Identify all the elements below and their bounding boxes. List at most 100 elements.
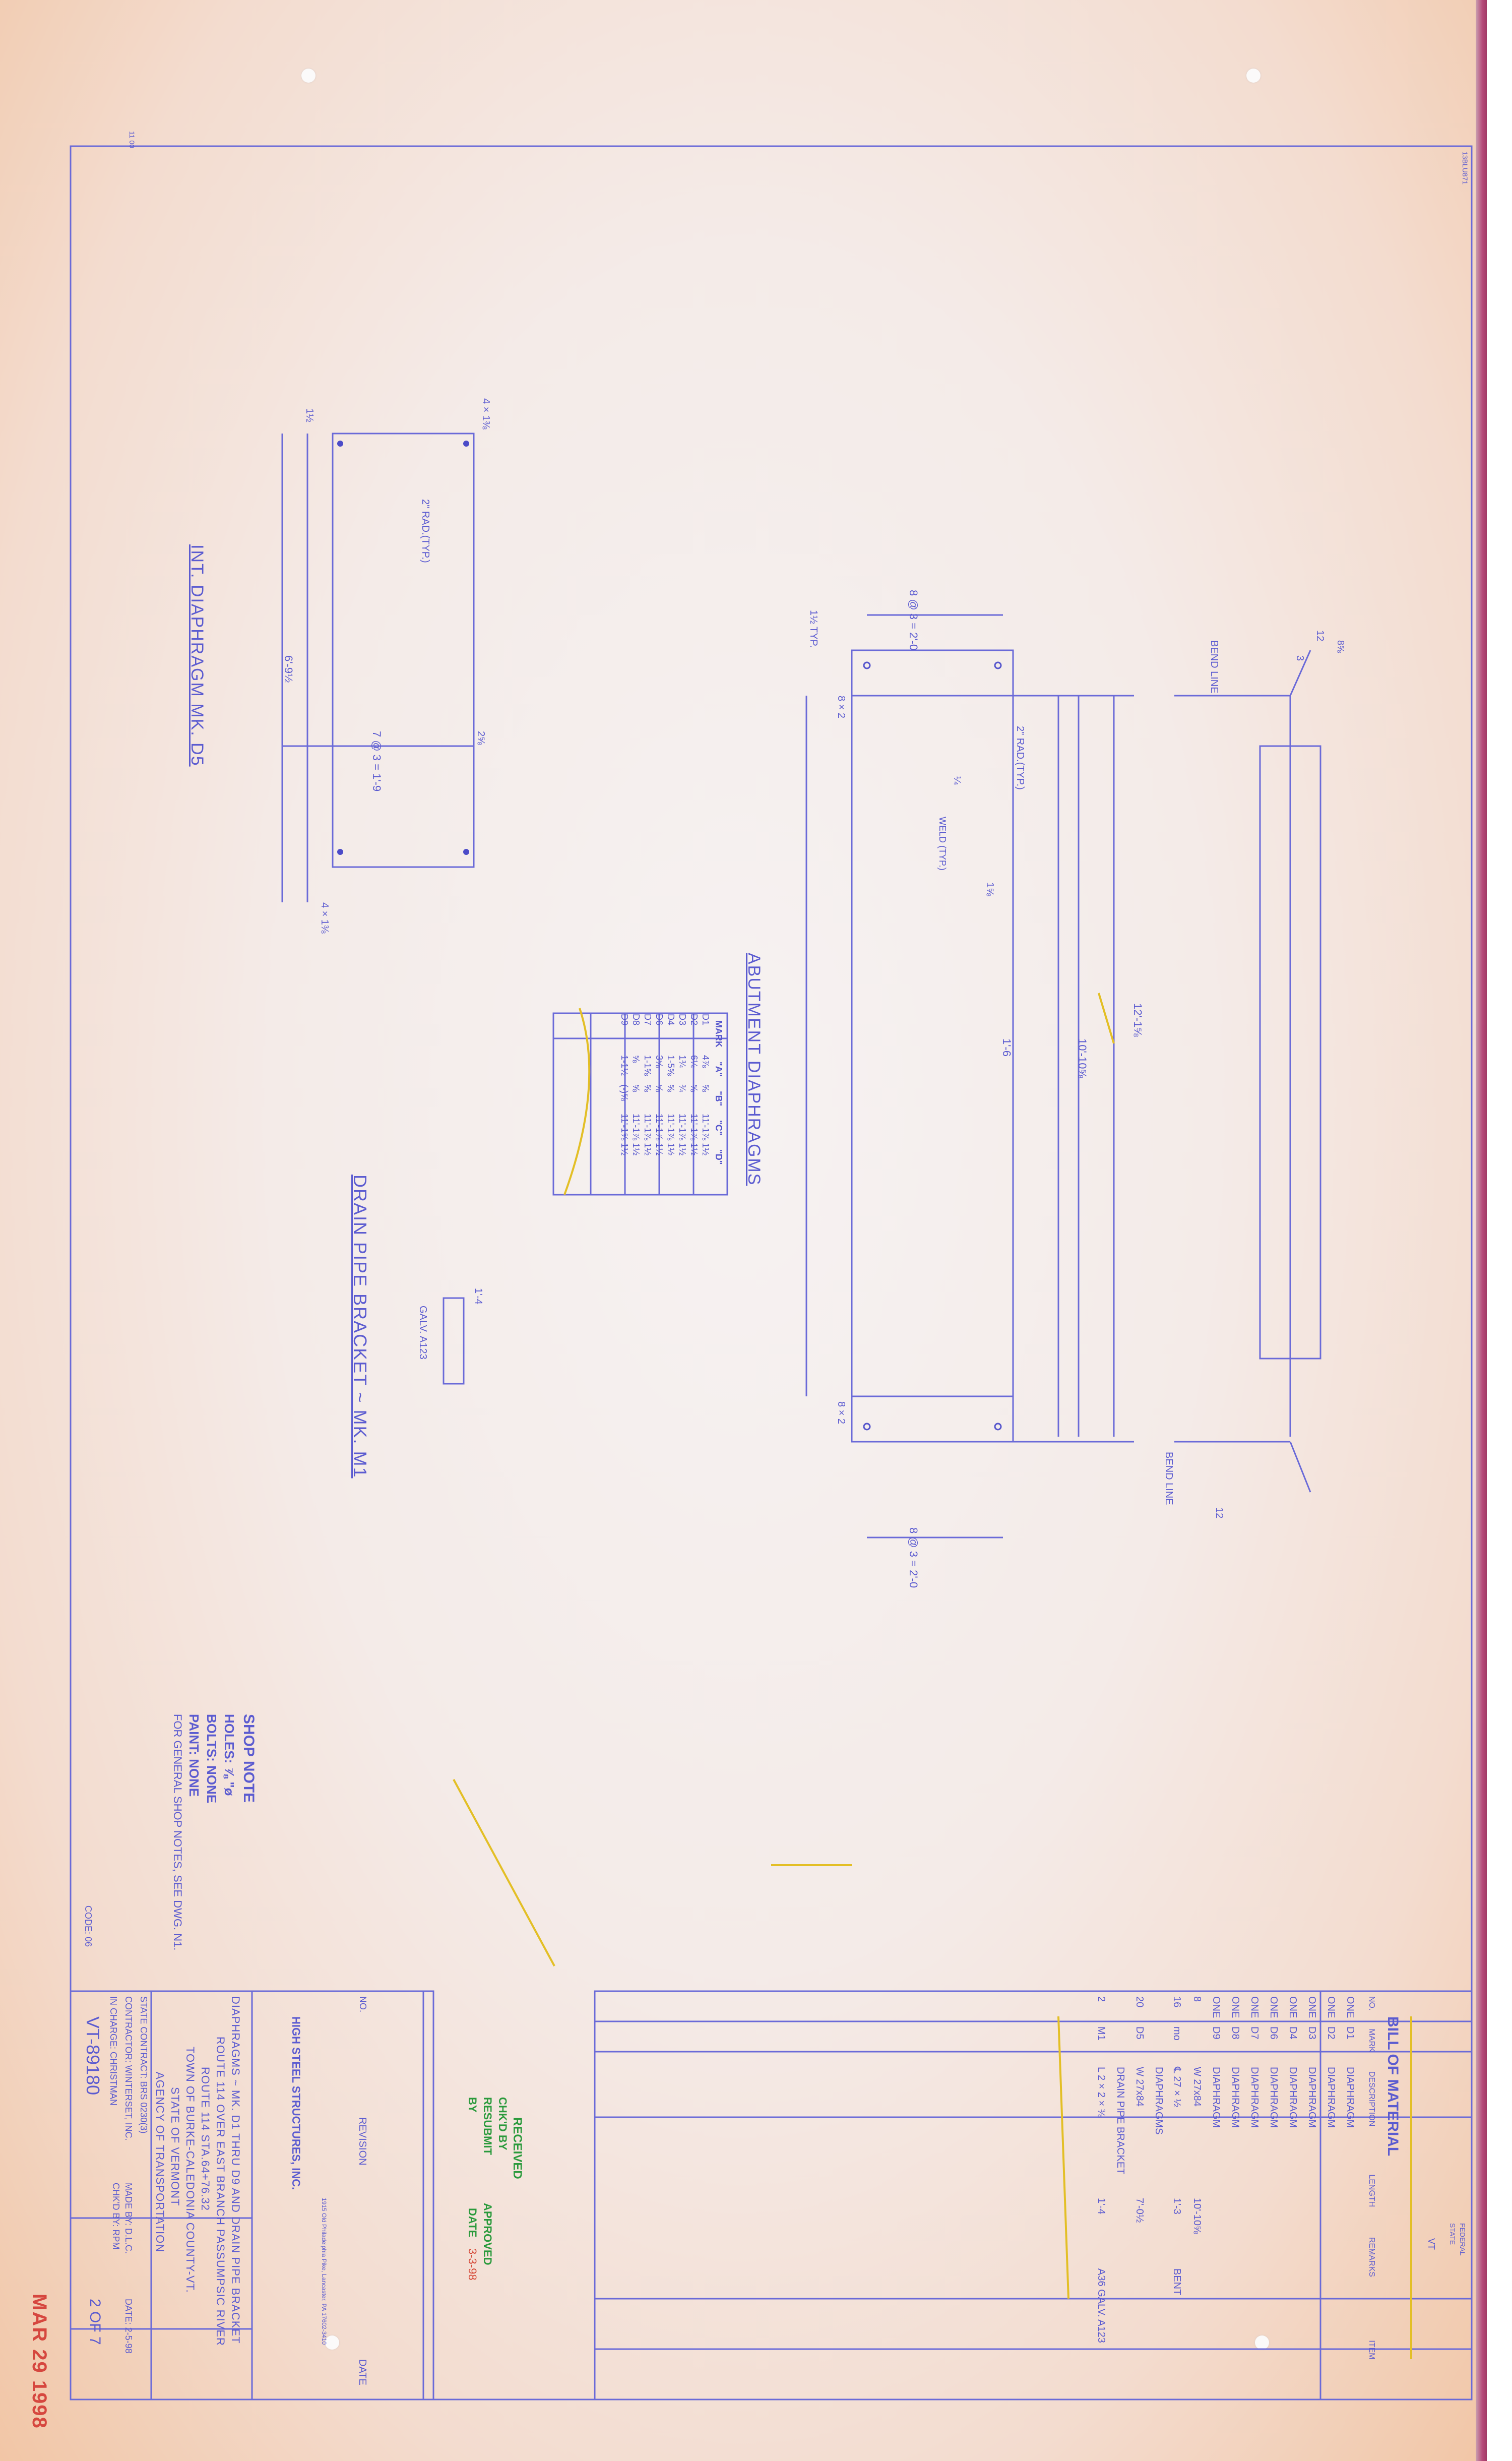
abut-radius-note: 2" RAD.(TYP.) <box>1015 726 1026 790</box>
bom-cell: 7'-0½ <box>1134 2198 1145 2223</box>
slope-top: 12 <box>1314 630 1326 642</box>
bom-cell: DIAPHRAGMS <box>1153 2067 1164 2135</box>
bom-cell: D5 <box>1134 2026 1145 2040</box>
table-row: ONED9DIAPHRAGM <box>1210 1996 1222 2198</box>
bom-cell: W 27x84 <box>1191 2067 1203 2107</box>
table-row: 16mo℄ 27 × ½1'-3BENT <box>1171 1996 1183 2400</box>
shop-note-bolts: BOLTS: NONE <box>204 1714 219 1804</box>
bom-cell: 20 <box>1134 1996 1145 2008</box>
bom-cell: DIAPHRAGM <box>1268 2067 1279 2128</box>
slope-bottom: 12 <box>1214 1507 1225 1519</box>
slope-top-fraction: 8⅝ <box>1336 640 1346 653</box>
bom-cell: 2 <box>1096 1996 1107 2002</box>
bom-cell: DIAPHRAGM <box>1306 2067 1317 2128</box>
bom-cell: 1'-3 <box>1171 2198 1182 2214</box>
abut-typ-dim: 1½ TYP. <box>808 610 819 648</box>
bom-cell: DRAIN PIPE BRACKET <box>1115 2067 1126 2175</box>
bom-cell: D6 <box>1268 2026 1279 2040</box>
punch-hole-top-left <box>301 69 316 83</box>
table-row: ONE D7DIAPHRAGM <box>1248 1996 1260 2198</box>
shop-note-paint: PAINT: NONE <box>186 1714 202 1797</box>
table-row: ONED1DIAPHRAGM <box>1344 1996 1356 2198</box>
table-row: ONED8DIAPHRAGM <box>1229 1996 1241 2198</box>
bom-cell: DIAPHRAGM <box>1326 2067 1337 2128</box>
abutment-col-mark: MARK <box>714 1020 724 1048</box>
desc-line-2: ROUTE 114 OVER EAST BRANCH PASSUMPSIC RI… <box>214 2037 227 2346</box>
company-address: 1915 Old Philadelphia Pike, Lancaster, P… <box>321 2198 328 2345</box>
punch-hole-top-right <box>1246 69 1261 83</box>
bom-headers: NO. MARK DESCRIPTION LENGTH REMARKS ITEM <box>1367 1996 1376 2359</box>
int-corner-dim-top: 4 × 1⅜ <box>480 398 491 429</box>
bom-cell: D4 <box>1287 2026 1298 2040</box>
drawing-date: DATE: 2-5-98 <box>123 2299 134 2354</box>
abut-clip-top: 8 × 2 <box>836 696 847 719</box>
abutment-diaphragms-title: ABUTMENT DIAPHRAGMS <box>744 953 764 1186</box>
corner-top-left-code: 11 00 <box>128 131 136 148</box>
sheet-edge-strip <box>1476 0 1487 2461</box>
abutment-col-c: "C" <box>714 1120 724 1136</box>
vt-label: VT <box>1426 2238 1436 2250</box>
stamp-by: BY <box>466 2097 479 2113</box>
bom-header-length: LENGTH <box>1367 2174 1376 2207</box>
bom-cell: ONE <box>1249 1996 1260 2018</box>
bom-cell: BENT <box>1171 2268 1182 2296</box>
abutment-col-d: "D" <box>714 1149 724 1165</box>
bom-cell: ONE <box>1211 1996 1222 2018</box>
abut-spacing-top: 8 @ 3 = 2'-0 <box>907 590 920 651</box>
table-row: DRAIN PIPE BRACKET <box>1114 1996 1126 2400</box>
stamp-resubmit: RESUBMIT <box>481 2097 494 2155</box>
bom-cell: D7 <box>1249 2026 1260 2040</box>
bom-cell: 8 <box>1191 1996 1203 2002</box>
contractor: CONTRACTOR: WINTERSET, INC. <box>123 1996 134 2141</box>
abutment-col-a: "A" <box>714 1062 724 1077</box>
bend-line-top: BEND LINE <box>1209 640 1220 694</box>
int-corner-dim-bottom: 4 × 1⅜ <box>319 902 330 934</box>
date-label: DATE <box>357 2359 368 2385</box>
desc-line-6: AGENCY OF TRANSPORTATION <box>154 2072 166 2253</box>
bom-cell: D2 <box>1326 2026 1337 2040</box>
shop-note-general: FOR GENERAL SHOP NOTES, SEE DWG. N1. <box>171 1714 184 1951</box>
bom-cell: M1 <box>1096 2026 1107 2041</box>
bom-cell: DIAPHRAGM <box>1211 2067 1222 2128</box>
table-row: DIAPHRAGMS <box>1153 1996 1164 2400</box>
abut-weld-note: WELD (TYP.) <box>937 817 948 871</box>
bom-cell: DIAPHRAGM <box>1230 2067 1241 2128</box>
abutment-table-header: MARK "A" "B" "C" "D" <box>711 1013 726 1172</box>
bom-cell: ℄ 27 × ½ <box>1171 2067 1182 2108</box>
abut-c-dim: 10'-10⅝ <box>1076 1038 1089 1078</box>
int-diaphragm-title: INT. DIAPHRAGM MK. D5 <box>187 544 207 767</box>
table-row: 8W 27x8410'-10⅝ <box>1191 1996 1203 2400</box>
bom-cell: 1'-4 <box>1096 2198 1107 2214</box>
bom-cell: ONE <box>1268 1996 1279 2018</box>
bom-cell: ONE <box>1306 1996 1317 2018</box>
table-row: ONED4DIAPHRAGM <box>1287 1996 1298 2198</box>
bom-cell: 16 <box>1171 1996 1182 2008</box>
bom-header-remarks: REMARKS <box>1367 2237 1376 2277</box>
stamp-date-value: 3-3-98 <box>466 2248 479 2281</box>
bom-cell: DIAPHRAGM <box>1249 2067 1260 2128</box>
table-row: 2M1L 2 × 2 × ⅜1'-4A36 GALV. A123 <box>1095 1996 1107 2400</box>
small-dim: 3 <box>1294 655 1305 661</box>
abut-clip-bottom: 8 × 2 <box>836 1401 847 1425</box>
bom-header-no: NO. <box>1367 1996 1376 2011</box>
checked-by: CHK'D BY: RPM <box>111 2183 121 2250</box>
table-row: ONED2DIAPHRAGM <box>1325 1996 1337 2198</box>
bom-cell: DIAPHRAGM <box>1287 2067 1298 2128</box>
int-length-dim: 6'-9½ <box>282 655 295 683</box>
desc-line-5: STATE OF VERMONT <box>169 2087 181 2206</box>
stamp-date-label: DATE <box>466 2208 479 2238</box>
no-label: NO. <box>358 1996 368 2013</box>
bom-cell: L 2 × 2 × ⅜ <box>1096 2067 1107 2118</box>
table-row: ONED3DIAPHRAGM <box>1306 1996 1317 2198</box>
desc-line-3: ROUTE 114 STA.64+76.32 <box>199 2067 212 2211</box>
state-contract: STATE CONTRACT: BRS 0230(3) <box>139 1996 149 2134</box>
contract-number: VT-89180 <box>83 2016 103 2096</box>
